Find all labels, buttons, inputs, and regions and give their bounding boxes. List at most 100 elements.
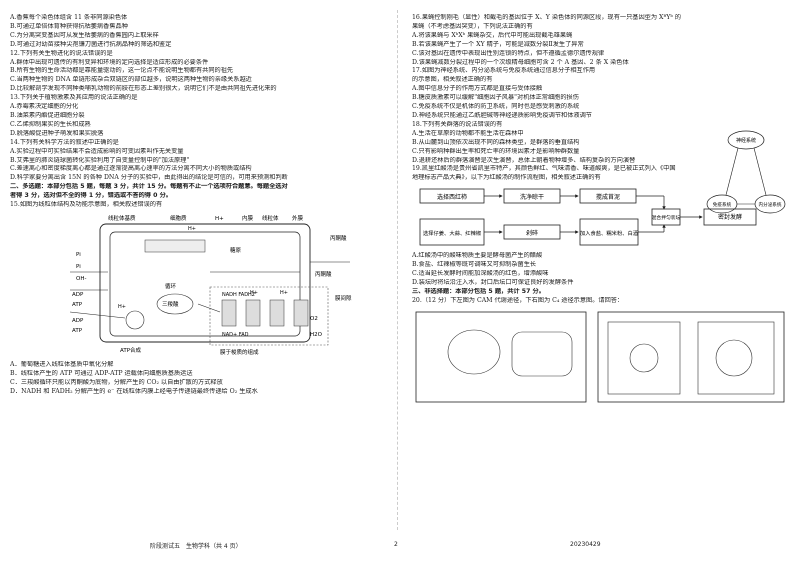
label-tca: 三羧酸 xyxy=(162,300,179,308)
question-text-line: A.赤霉素决定细胞的分化 xyxy=(10,103,79,111)
question-text-line: 13.下列关于植物激素及其应用的说法正确的是 xyxy=(10,94,138,102)
option-text-line: D．NADH 和 FADH₂ 分解产生的 e⁻ 在线粒体内膜上经电子传递链最终传… xyxy=(10,387,258,395)
inner-membrane-shape xyxy=(109,231,301,337)
option-text-line: D.装坛时将坛沿注入水，封口后坛口可保证良好的发酵条件 xyxy=(412,278,574,286)
question-text-line: 18.下列有关群落的说法错误的有 xyxy=(412,120,503,128)
text-chop: 剁碎 xyxy=(526,229,538,237)
question-text-line: B.若该果蝇产生了一个 XY 精子，可能是减数分裂Ⅱ发生了异常 xyxy=(412,40,584,48)
footer-subject: 阶段测试五 生物学科（共 4 页） xyxy=(150,543,242,550)
text-mix: 混合拌匀装坛 xyxy=(652,214,681,221)
question-text-line: D.脱落酸促进种子萌发和果实脱落 xyxy=(10,129,104,137)
column-divider xyxy=(397,10,398,530)
label-endocrine: 内分泌系统 xyxy=(759,201,782,208)
label-etc-components: 膜于梭质的组成 xyxy=(220,348,259,356)
question-text-line: A.香蕉每个染色体组含 11 条非同源染色体 xyxy=(10,14,128,21)
option-text-line: A．葡萄糖进入线粒体基质中氧化分解 xyxy=(10,360,114,368)
label-hplus-2: H+ xyxy=(188,226,196,232)
option-text-line: B.食盐、红辣椒等既可调味又可抑制杂菌生长 xyxy=(412,261,537,269)
question-text-line: C.当两种生物的 DNA 单链形成杂合双链区的部位越多，说明这两种生物的亲缘关系… xyxy=(10,76,252,84)
label-inner-membrane: 内膜 xyxy=(242,214,254,222)
label-adp-1: ADP xyxy=(72,292,84,298)
mitochondria-diagram: 线粒体基质 细胞质 H+ 内膜 线粒体 外膜 H+ 丙酮酸 Pi Pi OH- … xyxy=(10,212,386,358)
label-pyruvate-1: 丙酮酸 xyxy=(330,234,347,242)
question-text-line: D.退耕还林后的群落演替是次生演替，总体上朝着物种增多、结构复杂的方向演替 xyxy=(412,156,636,164)
label-atp-2: ATP xyxy=(72,328,83,334)
question-text-line: B.糖皮质激素可以缓解"细胞因子风暴"对机体正常细胞的损伤 xyxy=(412,94,579,102)
question-text-line: A.生活在草原的动物都不能生活在森林中 xyxy=(412,129,524,137)
label-nervous: 神经系统 xyxy=(736,137,756,144)
c4-cycle xyxy=(629,343,659,372)
question-text-line: B.艾弗里的肺炎链球菌转化实验利用了自变量控制中的"加法原理" xyxy=(10,156,190,164)
label-matrix: 线粒体基质 xyxy=(108,214,136,222)
text-select-ginger: 选择仔姜、大蒜、红辣椒 xyxy=(423,229,482,237)
section2-heading-line1: 二、多选题：本部分包括 5 题，每题 3 分，共计 15 分。每题有不止一个选项… xyxy=(10,183,288,191)
carrier-protein xyxy=(144,239,206,253)
label-oxygen: O2 xyxy=(310,316,318,322)
flowchart-svg: 选择西红柿 洗净晾干 搅成苜泥 选择仔姜、大蒜、红辣椒 剁碎 加入食盐、糯米粉、… xyxy=(419,188,757,246)
question-text-line: A.将该果蝇与 XᵇXᵇ 果蝇杂交，后代中可能出现截毛雄果蝇 xyxy=(412,31,573,39)
label-cytoplasm: 细胞质 xyxy=(170,214,187,222)
node-nervous xyxy=(727,130,765,150)
cam-c4-diagram xyxy=(412,308,788,408)
tca-cycle-shape xyxy=(156,293,194,315)
label-intermembrane: 膜间隙 xyxy=(335,294,352,302)
question-text-line: B.从山麓到山顶依次出现不同的森林类型，是群落的垂直结构 xyxy=(412,138,580,146)
question-text-line: 19.凯里红酸汤是贵州省凯里市特产，其颜色鲜红、气味清香、味道酸爽，是已被正式列… xyxy=(412,165,676,173)
option-text-line: C.适当延长发酵时间能加深酸汤的红色，增添酸味 xyxy=(412,270,549,278)
option-text-line: B．线粒体产生的 ATP 可通过 ADP-ATP 运载体向细胞质基质运送 xyxy=(10,369,193,377)
text-select-tomato: 选择西红柿 xyxy=(437,193,467,201)
question-20-stem: 20.（12 分）下左图为 CAM 代谢途径，下右图为 C₄ 途径示意图。请回答… xyxy=(412,296,624,304)
complex-iv xyxy=(293,299,309,327)
question-text-line: 果蝇（不考虑基因突变），下列说法正确的有 xyxy=(412,22,533,30)
label-nadh: NADH FADH2 xyxy=(222,292,255,298)
label-hplus-5: H+ xyxy=(280,290,288,296)
question-text-line: C.只有影响种群出生率和死亡率的环境因素才是影响种群数量 xyxy=(412,147,580,155)
question-text-line: B.油菜素内酯促进细胞分裂 xyxy=(10,111,85,119)
label-hplus-1: H+ xyxy=(215,216,224,222)
cam-c4-svg xyxy=(415,311,785,403)
text-wash-dry: 洗净晾干 xyxy=(520,193,544,201)
etc-region xyxy=(209,286,329,346)
complex-i xyxy=(221,299,237,327)
label-outer-membrane: 外膜 xyxy=(292,214,304,222)
question-text-line: D.该果蝇减数分裂过程中的一个次级精母细胞可含 2 个 A 基因、2 条 X 染… xyxy=(412,58,629,66)
label-adp-2: ADP xyxy=(72,318,84,324)
label-mitochondrion: 线粒体 xyxy=(262,214,279,222)
option-text-line: C．三羧酸循环只能以丙酮酸为底物，分解产生的 CO₂ 以自由扩散的方式释放 xyxy=(10,378,223,386)
question-text-line: C.乙烯抑制果实的生长和成熟 xyxy=(10,120,91,128)
label-cycle: 循环 xyxy=(165,282,177,290)
cam-vacuole xyxy=(447,329,501,374)
complex-iii xyxy=(269,299,285,327)
cam-chloroplast xyxy=(511,331,573,376)
question-text-line: A.实验过程中可实验结果不会造成影响的可变因素叫作无关变量 xyxy=(10,147,184,155)
question-text-line: 地理标志产品大典》，以下为红酸汤的制作流程图，相关叙述正确的有 xyxy=(412,174,601,182)
text-mash: 搅成苜泥 xyxy=(596,193,620,201)
calvin-cycle xyxy=(715,339,753,376)
label-hplus-3: H+ xyxy=(118,304,126,310)
question-text-line: D.可通过对幼苗接种尖孢镰刀菌进行抗病品种的筛选和鉴定 xyxy=(10,40,172,48)
label-hplus-4: H+ xyxy=(250,290,258,296)
complex-ii xyxy=(245,299,261,327)
hot-sour-soup-flowchart: 选择西红柿 洗净晾干 搅成苜泥 选择仔姜、大蒜、红辣椒 剁碎 加入食盐、糯米粉、… xyxy=(412,185,788,249)
label-atp-1: ATP xyxy=(72,302,83,308)
section2-heading-line2: 者得 3 分，选对但不全的得 1 分，错选或不答的得 0 分。 xyxy=(10,192,172,200)
c4-mesophyll xyxy=(607,321,681,394)
section3-heading: 三、非选择题：本部分包括 5 题，共计 57 分。 xyxy=(412,287,545,295)
question-text-line: 的示意图，相关叙述正确的有 xyxy=(412,76,493,84)
label-immune: 免疫系统 xyxy=(713,201,732,208)
question-text-line: 16.果蝇控制刚毛（显性）和截毛的基因位于 X、Y 染色体的同源区段，现有一只基… xyxy=(412,14,681,21)
cam-cell xyxy=(415,311,587,403)
label-glycogen: 糖原 xyxy=(230,246,242,254)
c4-cell xyxy=(597,311,785,403)
right-questions-16-19: 16.果蝇控制刚毛（显性）和截毛的基因位于 X、Y 染色体的同源区段，现有一只基… xyxy=(412,14,788,183)
system-interaction-diagram: 神经系统 免疫系统 内分泌系统 xyxy=(706,130,786,214)
option-text-line: A.红酸汤中的酸味物质主要是酵母菌产生的醋酸 xyxy=(412,252,543,260)
question-text-line: A.图中信息分子的作用方式都是直接与受体接触 xyxy=(412,85,543,93)
mitochondria-svg: 线粒体基质 细胞质 H+ 内膜 线粒体 外膜 H+ 丙酮酸 Pi Pi OH- … xyxy=(69,214,352,356)
question-text-line: B.所有生物的生命活动都是靠能量驱动的，这一论点不能说明生物都有共同的祖先 xyxy=(10,67,234,75)
question-text-line: C.为分离突变基因可从发生枯萎病的香蕉园内上取采样 xyxy=(10,31,159,39)
question-text-line: B.可通过单倍体育种获得抗枯萎病香蕉品种 xyxy=(10,22,128,30)
